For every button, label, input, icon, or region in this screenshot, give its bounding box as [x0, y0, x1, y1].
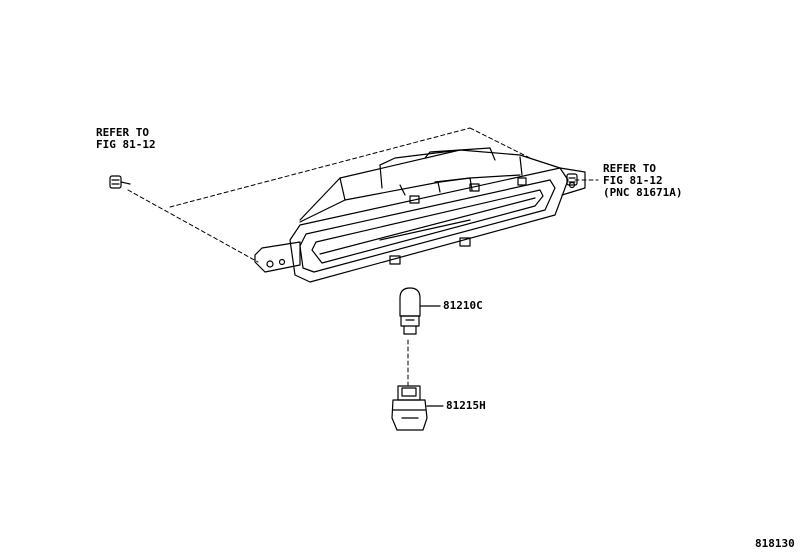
part-number-bulb: 81210C [443, 299, 483, 312]
refer-label-left-line2: FIG 81-12 [96, 138, 156, 151]
diagram-code: 818130 [755, 537, 795, 550]
refer-label-right-line3: (PNC 81671A) [603, 186, 683, 199]
refer-label-right-line1: REFER TO [603, 162, 656, 175]
part-number-socket: 81215H [446, 399, 486, 412]
stop-lamp-assembly [254, 147, 586, 283]
screw-left [109, 175, 131, 189]
refer-label-left-line1: REFER TO [96, 126, 149, 139]
socket-81215h [391, 385, 444, 431]
bulb-81210c [399, 287, 441, 335]
reference-lines [127, 127, 599, 386]
refer-label-right-line2: FIG 81-12 [603, 174, 663, 187]
